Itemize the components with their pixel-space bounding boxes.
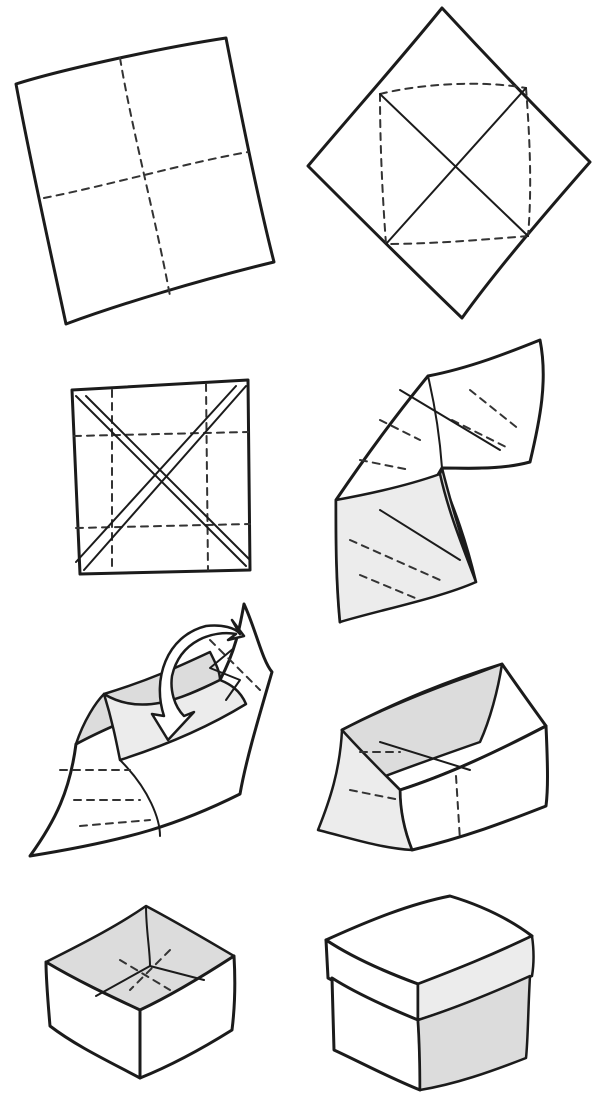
step-3-square-x-icon xyxy=(72,380,250,574)
step-7-open-box-icon xyxy=(46,906,235,1078)
step-4-folded-diamond-icon xyxy=(336,340,543,622)
step-6-open-tray-icon xyxy=(318,664,548,850)
step-5-tray-fold-icon xyxy=(30,604,272,856)
step-2-diamond-icon xyxy=(308,8,590,318)
step-8-closed-box-icon xyxy=(326,896,534,1090)
step-1-square-paper-icon xyxy=(16,38,274,324)
